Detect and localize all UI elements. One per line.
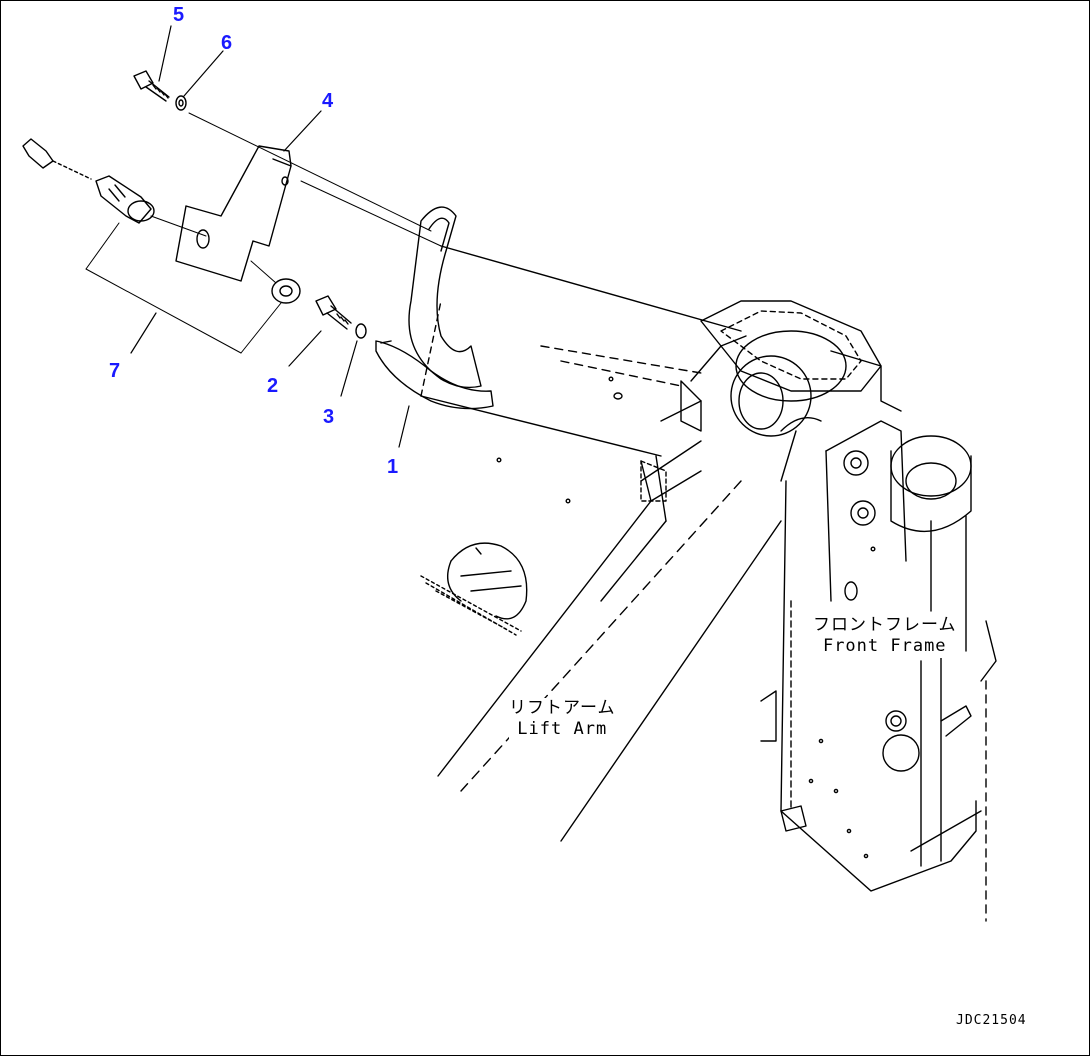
lift-arm-label-jp: リフトアーム bbox=[509, 698, 616, 718]
callout-leaders bbox=[130, 25, 410, 448]
front-frame-label-en: Front Frame bbox=[822, 636, 947, 657]
part-6-washer bbox=[175, 95, 187, 111]
lift-arm-lower-cylinder bbox=[420, 542, 528, 636]
front-frame-label: フロントフレーム Front Frame bbox=[813, 615, 957, 658]
front-frame-label-jp: フロントフレーム bbox=[813, 615, 957, 635]
switch-nut bbox=[271, 278, 301, 304]
part-3-washer bbox=[355, 323, 367, 339]
front-frame-outline bbox=[760, 350, 997, 922]
callout-3: 3 bbox=[323, 406, 335, 428]
part-2-bolt bbox=[315, 295, 352, 330]
assembly-guide-lines bbox=[85, 112, 442, 354]
callout-4: 4 bbox=[322, 90, 334, 112]
lift-arm-outline bbox=[420, 245, 782, 842]
lift-arm-label: リフトアーム Lift Arm bbox=[509, 698, 616, 741]
lift-arm-pivot bbox=[640, 300, 882, 502]
callout-2: 2 bbox=[267, 375, 279, 397]
callout-7: 7 bbox=[109, 360, 121, 382]
lift-arm-label-en: Lift Arm bbox=[517, 719, 608, 740]
callout-1: 1 bbox=[387, 456, 399, 478]
callout-6: 6 bbox=[221, 32, 233, 54]
callout-5: 5 bbox=[173, 4, 185, 26]
part-5-bolt bbox=[133, 70, 170, 102]
drawing-code: JDC21504 bbox=[956, 1013, 1027, 1028]
part-7-proximity-switch bbox=[22, 138, 155, 224]
part-1-hook-bracket bbox=[375, 206, 494, 410]
part-4-mount-plate bbox=[175, 145, 292, 282]
